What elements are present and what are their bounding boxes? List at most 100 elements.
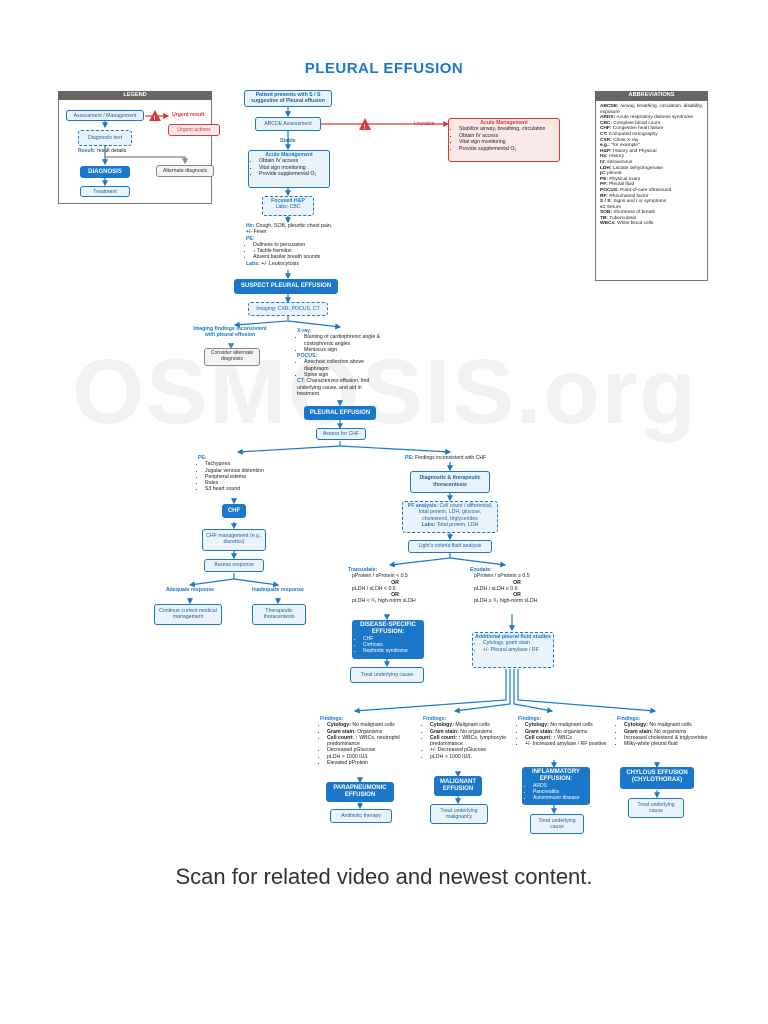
list-item: pLDH < ²/₃ high-norm sLDH [352, 598, 416, 605]
legend-diagnostic-test: Diagnostic test [78, 130, 132, 146]
assess-response-box: Assess response [204, 559, 264, 572]
list-item: OR [391, 592, 399, 599]
list-item: Milky-white pleural fluid [624, 741, 709, 747]
adequate-label: Adequate response [165, 587, 215, 593]
list-item: pLDH > 1000 IU/L [327, 754, 412, 760]
list-item: OR [513, 579, 521, 586]
suspect-effusion-box: SUSPECT PLEURAL EFFUSION [234, 279, 338, 294]
chylous-box: CHYLOUS EFFUSION (CHYLOTHORAX) [620, 767, 694, 789]
abbreviation-item: S / S: Signs and / or symptoms [600, 199, 667, 205]
abbreviation-item: s= Serum [600, 204, 621, 210]
legend-urgent-actions: Urgent actions [168, 124, 220, 136]
list-item: CHF [363, 636, 421, 642]
abbreviation-item: ABCDE: Airway, breathing, circulation, d… [600, 104, 704, 115]
list-item: Obtain IV access [259, 158, 327, 164]
abbreviation-item: SOB: Shortness of breath [600, 210, 656, 216]
antibiotic-box: Antibiotic therapy [330, 809, 392, 823]
list-item: OR [391, 579, 399, 586]
additional-studies-box: Additional pleural fluid studies Cytolog… [472, 632, 554, 668]
treat-cause-box: Treat underlying cause [350, 667, 424, 683]
list-item: pProtein / sProtein ≥ 0.5 [474, 573, 530, 580]
legend-alternate-diagnosis: Alternate diagnosis [156, 165, 214, 177]
continue-mgmt-box: Continue current medical management [154, 604, 222, 625]
inadequate-label: Inadequate response [252, 587, 304, 593]
list-item: pProtein / sProtein < 0.5 [352, 573, 408, 580]
list-item: Jugular venous distention [205, 468, 288, 474]
list-item: +/- Increased amylase / RF positive [525, 741, 610, 747]
list-item: Rales [205, 480, 288, 486]
list-item: S3 heart sound [205, 486, 288, 492]
legend-result: Result: result details [78, 148, 127, 154]
abbreviation-item: H&P: History and Physical [600, 148, 657, 154]
acute-mgmt-unstable: Acute Management Stabilize airway, breat… [448, 118, 560, 162]
disease-specific-box: DISEASE-SPECIFIC EFFUSION: CHFCirrhosisN… [352, 620, 424, 659]
abbreviation-item: TB: Tuberculosis [600, 215, 637, 221]
svg-text:!: ! [154, 116, 156, 122]
list-item: Cytology: No malignant cells [525, 722, 610, 728]
abbreviation-item: LDH: Lactate dehydrogenase [600, 165, 663, 171]
consider-alternate-box: Consider alternate diagnosis [204, 348, 260, 366]
legend-diagnosis: DIAGNOSIS [80, 166, 130, 178]
abbreviation-item: e.g.: "for example" [600, 143, 640, 149]
legend-assessment: Assessment / Management [66, 110, 144, 121]
inconsistent-label: Imaging findings inconsistent with pleur… [193, 326, 267, 339]
pleural-effusion-box: PLEURAL EFFUSION [304, 406, 376, 420]
list-item: Provide supplemental O₂ [459, 146, 557, 152]
abbreviation-item: POCUS: Point-of-care ultrasound [600, 187, 672, 193]
malignant-box: MALIGNANT EFFUSION [434, 776, 482, 796]
abcde-box: ABCDE Assessment [255, 117, 321, 131]
list-item: Blunting of cardiophrenic angle & costop… [304, 334, 383, 347]
abbreviation-item: PF: Pleural fluid [600, 182, 635, 188]
lights-criteria-box: Light's criteria fluid analysis [408, 540, 492, 553]
therapeutic-thoracentesis-box: Therapeutic thoracentesis [252, 604, 306, 625]
legend-treatment: Treatment [80, 186, 130, 197]
abbreviations-header: ABBREVIATIONS [595, 91, 708, 101]
stable-label: Stable [280, 138, 296, 144]
list-item: Spine sign [304, 372, 383, 378]
list-item: Anechoic collection above diaphragm [304, 359, 383, 372]
chf-pe-findings: PE: TachypneaJugular venous distentionPe… [198, 455, 288, 493]
outcome-2-findings: Findings: Cytology: Malignant cellsGram … [423, 716, 515, 760]
list-item: Autoimmune disease [533, 795, 587, 801]
abbreviation-item: Hx: History [600, 154, 624, 160]
list-item: Gram stain: Organisms [327, 729, 412, 735]
list-item: Gram stain: No organisms [430, 729, 515, 735]
abbreviation-item: WBCs: White blood cells [600, 221, 654, 227]
list-item: pLDH / sLDH < 0.6 [352, 585, 396, 592]
list-item: OR [513, 592, 521, 599]
abbreviation-item: RF: Rheumatoid factor [600, 193, 649, 199]
list-item: Decreased pGlucose [327, 747, 412, 753]
list-item: Absent basilar breath sounds [253, 254, 336, 260]
list-item: pLDH / sLDH ≥ 0.6 [474, 585, 518, 592]
list-item: Cytology, gram stain [483, 640, 551, 646]
abbreviation-item: IV: Intravenous [600, 159, 633, 165]
abbreviation-item: CXR: Chest X-ray [600, 137, 639, 143]
start-box: Patient presents with S / S suggestive o… [244, 90, 332, 107]
page-title: PLEURAL EFFUSION [304, 60, 464, 77]
list-item: Increased cholesterol & triglycerides [624, 735, 709, 741]
imaging-findings: X-ray: Blunting of cardiophrenic angle &… [297, 328, 383, 397]
list-item: Cell count: ↑ WBCs, lymphocyte predomina… [430, 735, 515, 748]
list-item: ARDS [533, 783, 587, 789]
list-item: pLDH > 1000 IU/L [430, 754, 515, 760]
list-item: Stabilize airway, breathing, circulation [459, 126, 557, 132]
list-item: pLDH ≥ ²/₃ high-norm sLDH [474, 598, 538, 605]
chylous-treat-box: Treat underlying cause [628, 798, 684, 818]
outcome-4-findings: Findings: Cytology: No malignant cellsGr… [617, 716, 709, 747]
treat-malignancy-box: Treat underlying malignancy [430, 804, 488, 824]
pf-analysis-box: PF analysis: Cell count / differential, … [402, 501, 498, 533]
watermark: OSMOSIS.org [72, 341, 698, 443]
list-item: Elevated pProtein [327, 760, 412, 766]
hp-findings: Hx: Cough, SOB, pleuritic chest pain, +/… [246, 223, 336, 267]
inflammatory-box: INFLAMMATORY EFFUSION: ARDSPancreatitisA… [522, 767, 590, 805]
thoracentesis-box: Diagnostic & therapeutic thoracentesis [410, 471, 490, 493]
pe-inconsistent: PE: Findings inconsistent with CHF [405, 455, 487, 461]
abbreviations-list: ABCDE: Airway, breathing, circulation, d… [600, 104, 704, 227]
abbreviation-item: CHF: Congestive heart failure [600, 126, 664, 132]
abbreviation-item: CT: Computed tomography [600, 131, 658, 137]
caption: Scan for related video and newest conten… [175, 864, 593, 889]
list-item: Tachypnea [205, 461, 288, 467]
